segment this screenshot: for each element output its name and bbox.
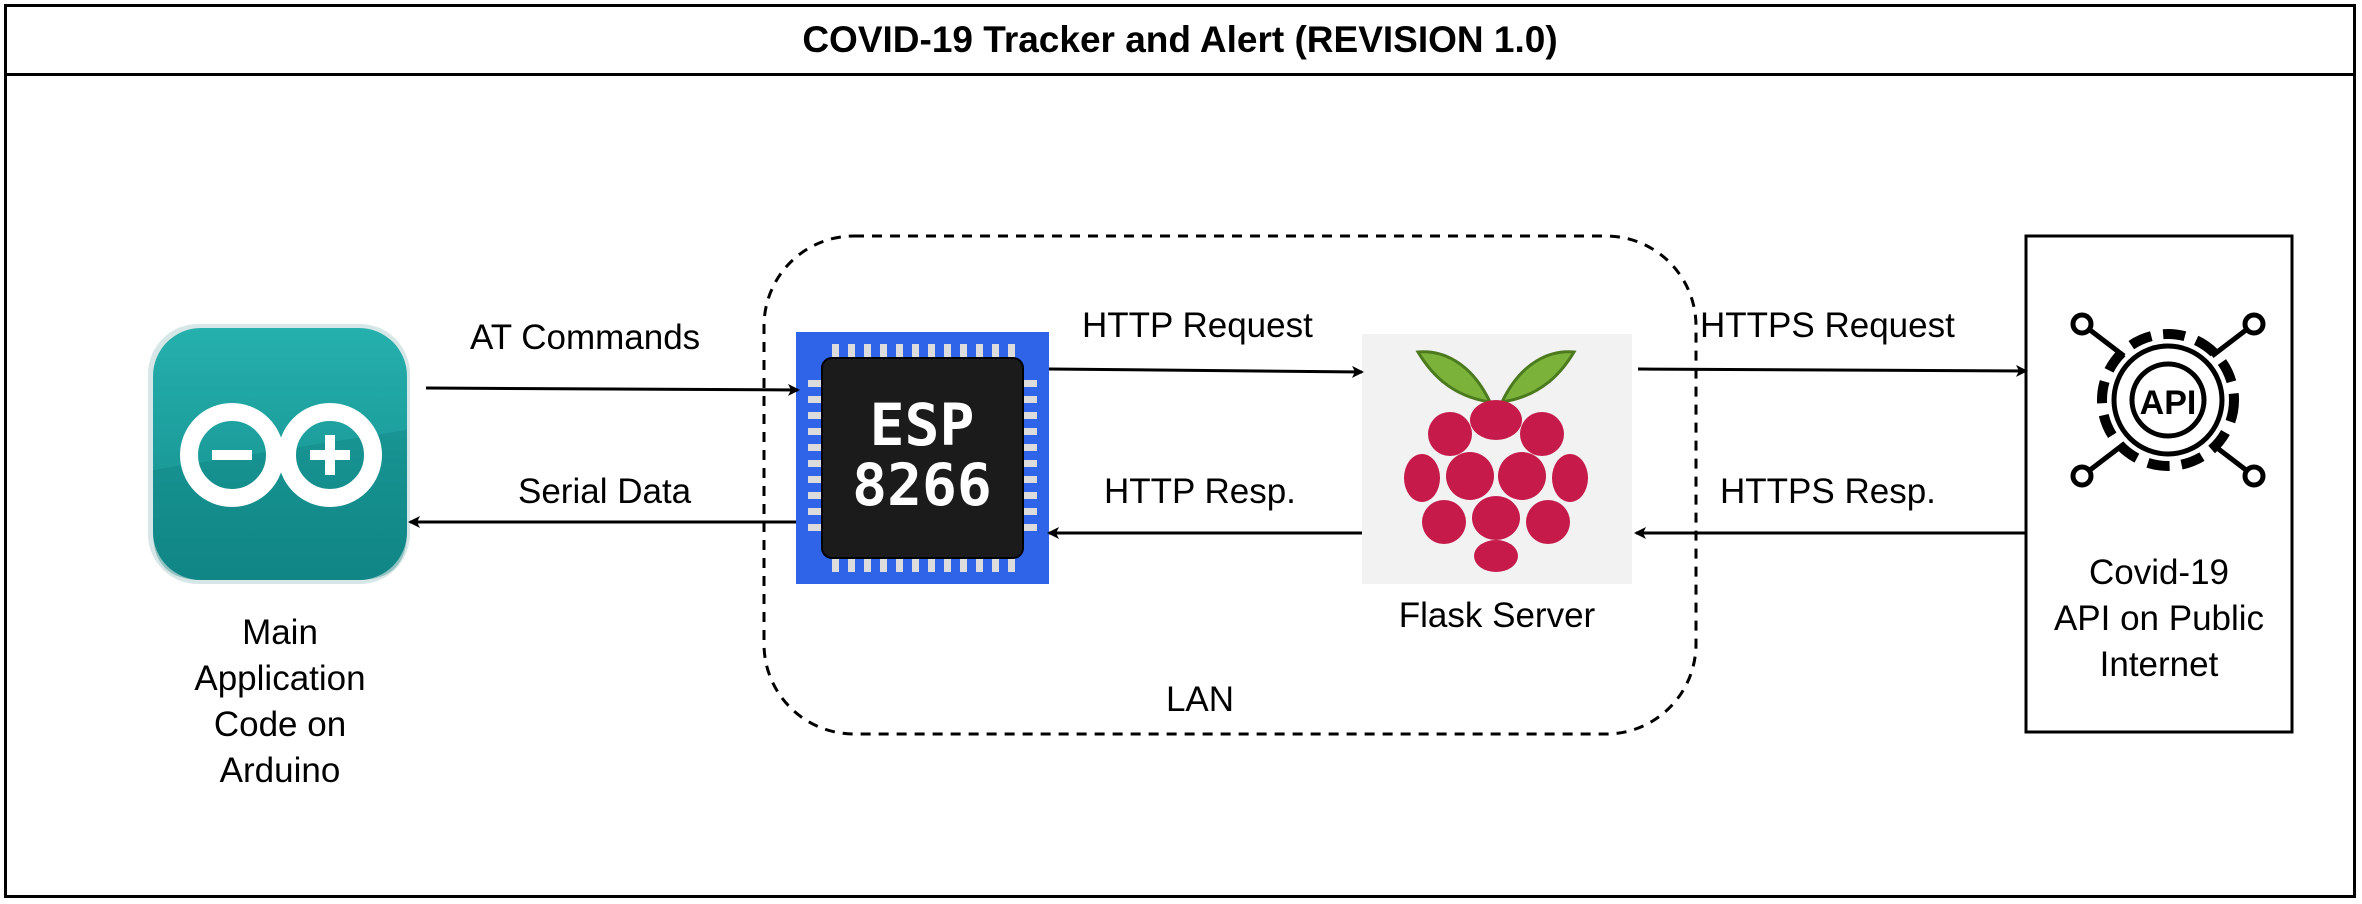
api-gear-icon: API [2070, 312, 2266, 488]
api-icon-text: API [2140, 384, 2197, 422]
edge-label-https-resp: HTTPS Resp. [1720, 472, 1936, 511]
edge-at-commands [425, 383, 800, 396]
arduino-label-line: Arduino [219, 751, 341, 790]
raspberry-pi-icon [1362, 334, 1632, 584]
diagram-title: COVID-19 Tracker and Alert (REVISION 1.0… [7, 7, 2353, 76]
edge-label-at-commands: AT Commands [470, 318, 701, 357]
edge-https-request [1637, 364, 2028, 377]
arduino-label-line: Main [242, 613, 318, 652]
flask-server-label: Flask Server [1398, 596, 1596, 635]
api-node-label: Covid-19 API on Public Internet [2026, 550, 2292, 688]
esp-chip-label-line2: 8266 [852, 451, 992, 519]
edge-label-http-resp: HTTP Resp. [1104, 472, 1296, 511]
api-label-line: Internet [2099, 645, 2219, 684]
diagram-frame: COVID-19 Tracker and Alert (REVISION 1.0… [4, 4, 2356, 898]
arduino-icon [148, 324, 410, 584]
edge-label-http-request: HTTP Request [1082, 306, 1313, 345]
esp8266-chip-icon: ESP 8266 [796, 332, 1049, 584]
arduino-label-line: Application [194, 659, 366, 698]
edge-label-https-request: HTTPS Request [1700, 306, 1955, 345]
edge-label-serial-data: Serial Data [518, 472, 692, 511]
lan-group-label: LAN [1165, 680, 1235, 719]
api-label-line: Covid-19 [2088, 553, 2230, 592]
arduino-label-line: Code on [213, 705, 347, 744]
arduino-node-label: Main Application Code on Arduino [150, 610, 410, 794]
esp-chip-label-line1: ESP [870, 391, 975, 459]
api-label-line: API on Public [2053, 599, 2265, 638]
api-node-box [2024, 234, 2294, 734]
edge-http-request [1048, 365, 1364, 378]
lan-group-boundary [762, 234, 1698, 736]
